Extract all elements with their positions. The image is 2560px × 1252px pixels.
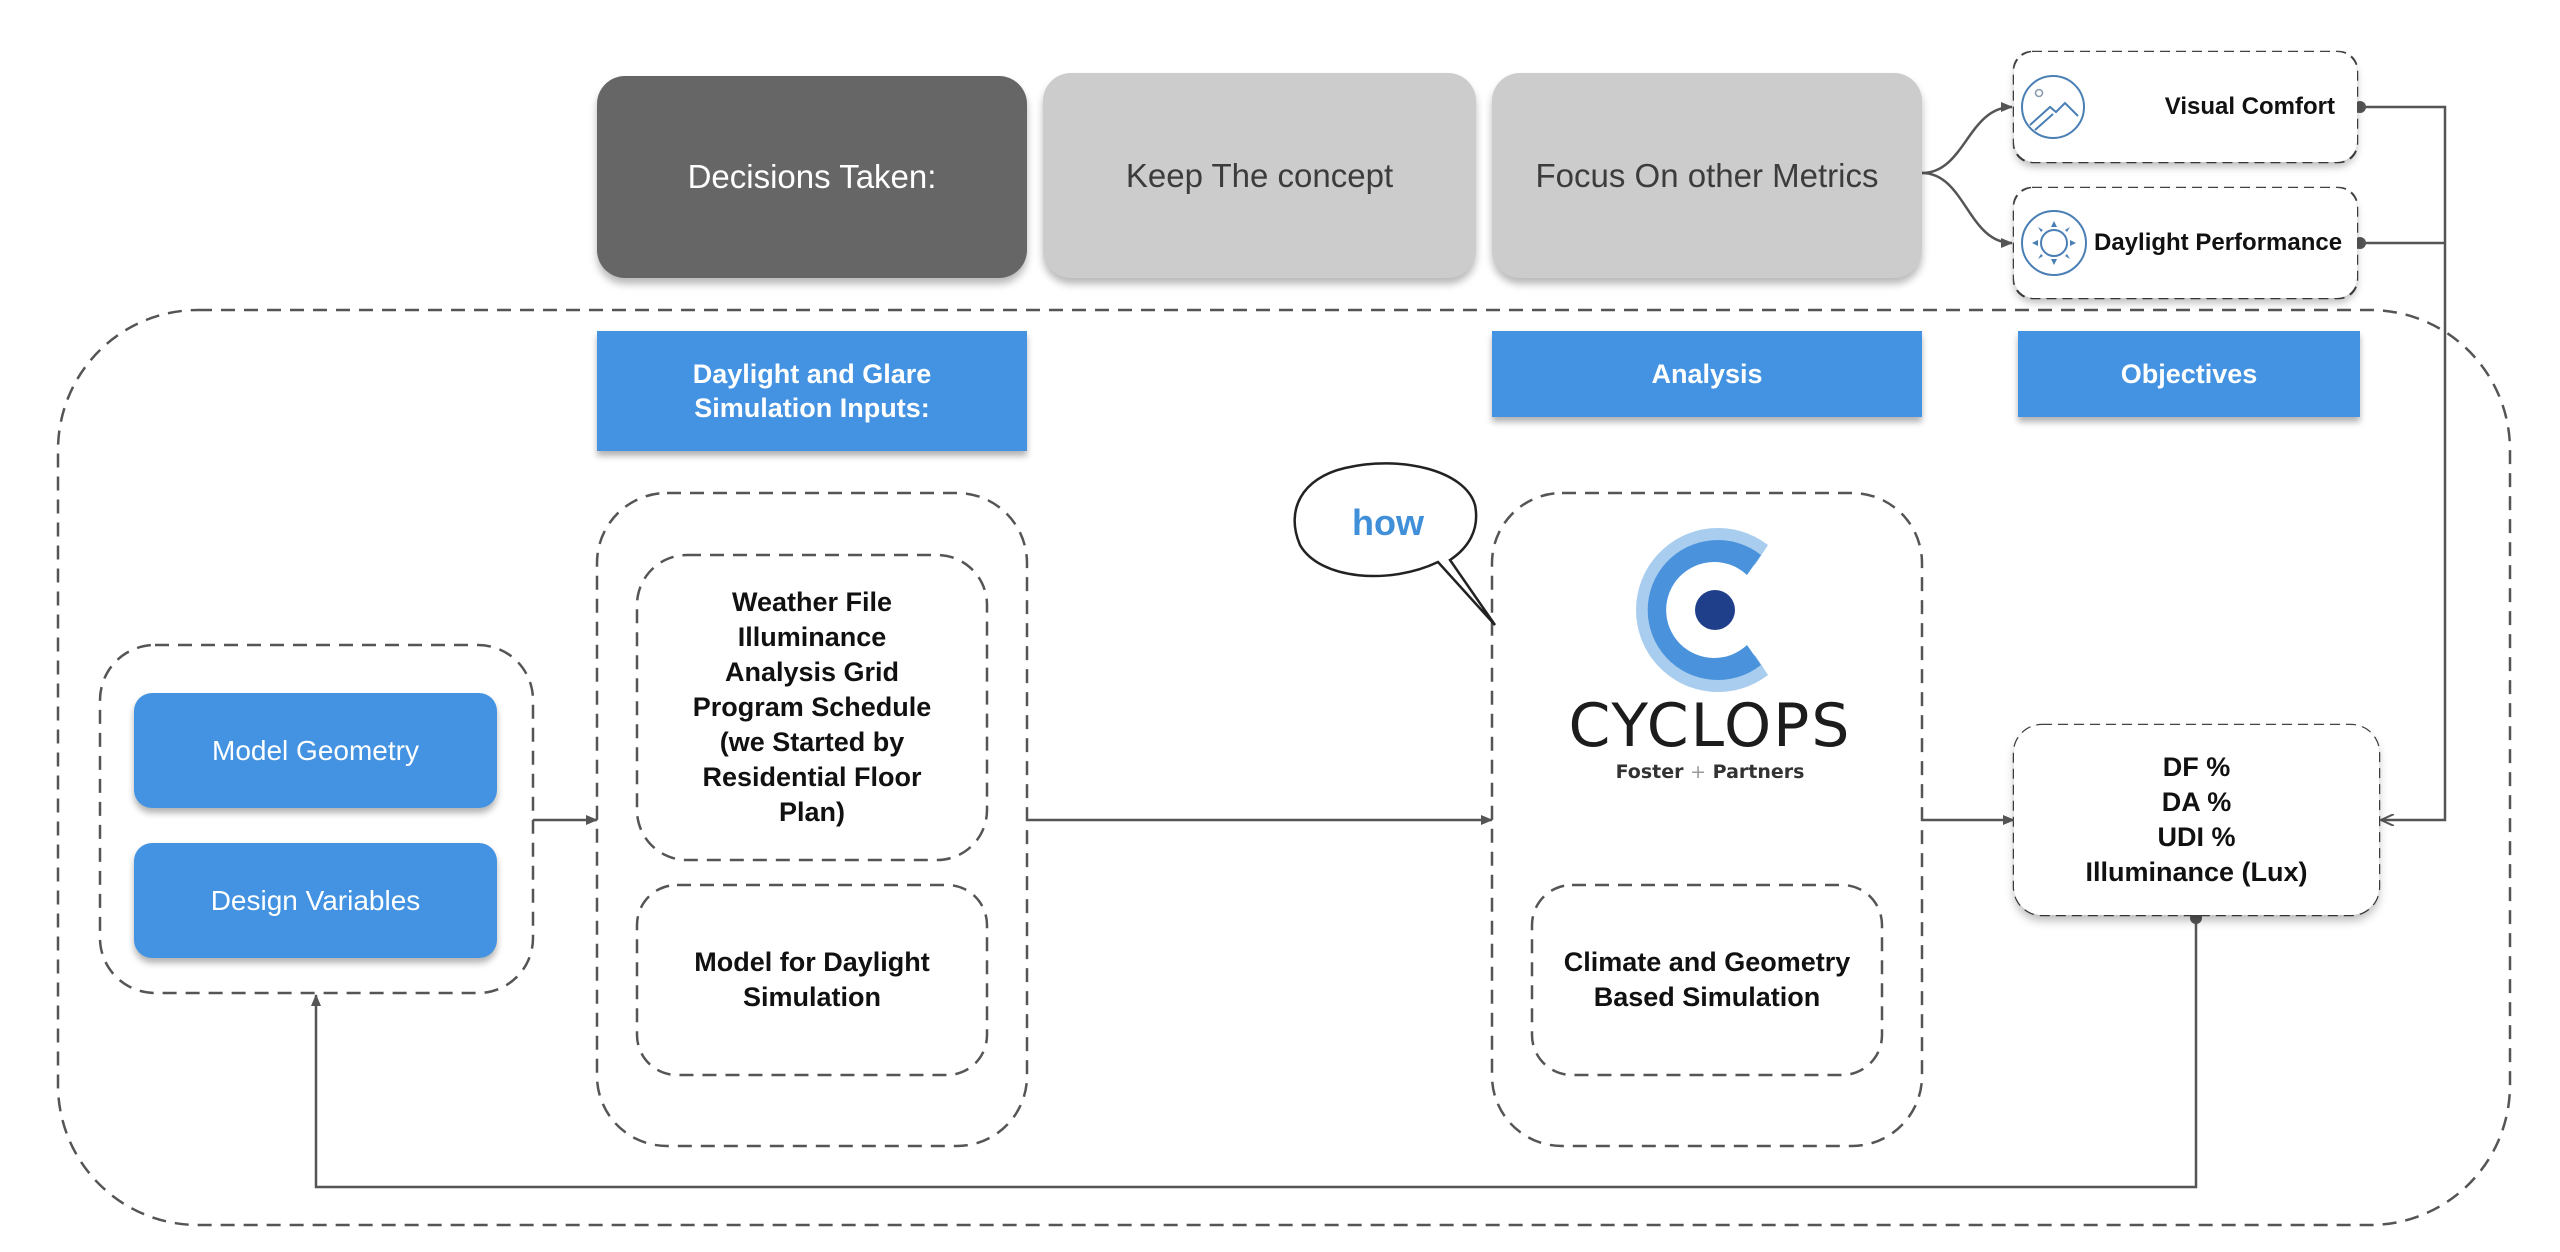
how-callout-text: how — [1352, 502, 1424, 543]
metric-udi: UDI % — [2157, 822, 2236, 852]
metric-df: DF % — [2162, 752, 2231, 782]
sun-icon — [2021, 210, 2087, 276]
model-for-daylight-simulation: Model for Daylight Simulation — [694, 947, 930, 1012]
climate-geometry-simulation: Climate and Geometry Based Simulation — [1563, 947, 1851, 1012]
curve-to-daylight-performance — [1921, 171, 2013, 248]
metrics-card: DF % DA % UDI % Illuminance (Lux) — [2014, 725, 2379, 915]
curve-to-visual-comfort — [1921, 102, 2013, 175]
cyclops-sub-left: Foster — [1615, 761, 1684, 783]
objective-visual-comfort: Visual Comfort — [2014, 52, 2357, 162]
landscape-icon — [2021, 75, 2085, 139]
model-geometry-box: Model Geometry — [134, 693, 497, 808]
line-objectives-to-metrics — [2360, 105, 2447, 820]
header-analysis: Analysis — [1492, 331, 1922, 417]
decision-keep-concept: Keep The concept — [1043, 73, 1476, 278]
decision-focus-other-metrics: Focus On other Metrics — [1492, 73, 1922, 278]
daylight-performance-label: Daylight Performance — [2094, 229, 2343, 256]
objective-daylight-performance: Daylight Performance — [2014, 188, 2357, 298]
metric-da: DA % — [2161, 787, 2232, 817]
cyclops-c-icon — [1636, 528, 1768, 692]
visual-comfort-label: Visual Comfort — [2164, 93, 2335, 120]
cyclops-logo: CYCLOPS Foster + Partners — [1555, 525, 1865, 815]
design-variables-box: Design Variables — [134, 843, 497, 958]
metric-illuminance: Illuminance (Lux) — [2085, 857, 2308, 887]
decisions-taken-label: Decisions Taken: — [597, 76, 1027, 278]
feedback-loop-line — [311, 918, 2198, 1189]
cyclops-sub-right: Partners — [1712, 761, 1805, 783]
header-simulation-inputs: Daylight and Glare Simulation Inputs: — [597, 331, 1027, 451]
speech-bubble — [1293, 462, 1497, 626]
cyclops-sub-plus: + — [1690, 761, 1707, 783]
cyclops-wordmark: CYCLOPS — [1568, 691, 1852, 761]
cyclops-subtitle: Foster + Partners — [1555, 761, 1865, 783]
simulation-input-list: Weather File Illuminance Analysis Grid P… — [692, 587, 932, 827]
header-objectives: Objectives — [2018, 331, 2360, 417]
